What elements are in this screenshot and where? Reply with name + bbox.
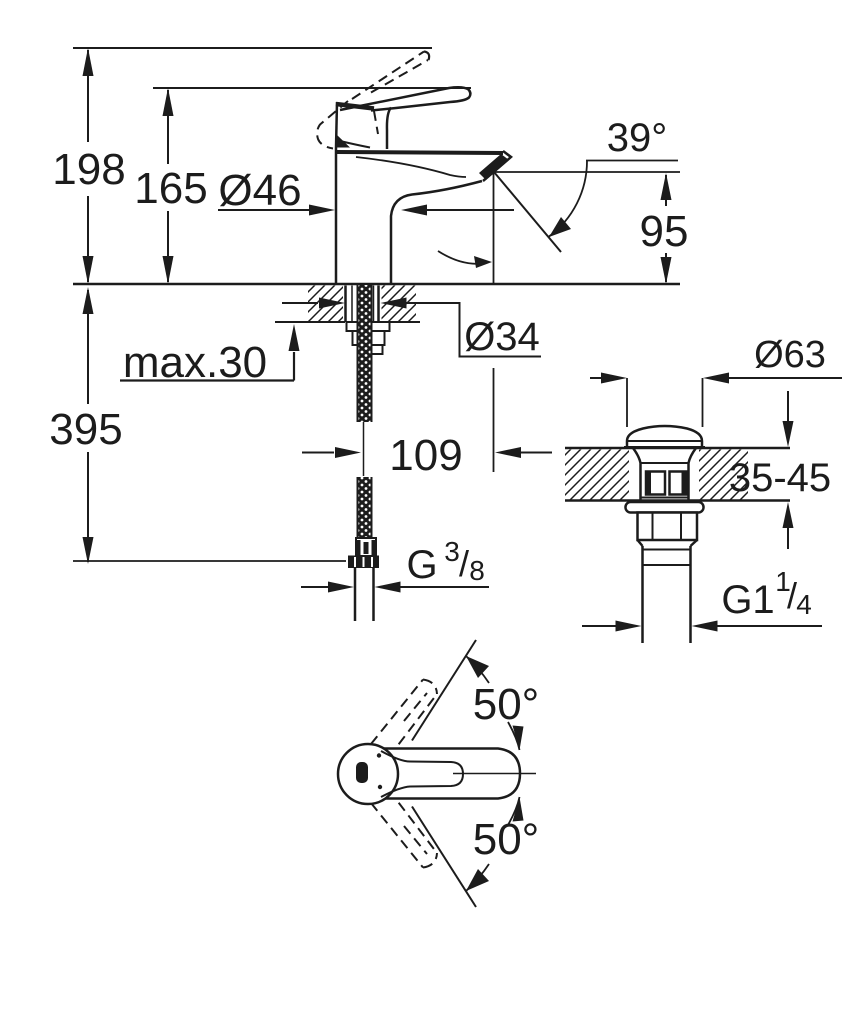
dim-body-diameter: Ø46 xyxy=(218,166,301,215)
dim-supply-thread-slash: / xyxy=(459,543,469,584)
waste-deck-hatch-right xyxy=(699,449,748,500)
dim-waste-thread-denominator: 4 xyxy=(796,589,812,620)
waste-valve-body xyxy=(624,424,705,643)
dim-supply-thread-g: G xyxy=(406,543,437,587)
side-view-faucet xyxy=(73,47,680,621)
lever-top-view xyxy=(336,742,536,806)
dim-lever-height: 165 xyxy=(134,164,207,213)
dim-hose-length: 395 xyxy=(49,405,122,454)
waste-deck-hatch-left xyxy=(565,449,629,500)
dim-handle-swing-lower: 50° xyxy=(473,815,540,864)
dim-supply-thread-numerator: 3 xyxy=(444,536,460,567)
dim-total-height: 198 xyxy=(52,145,125,194)
spout-angle-annotation xyxy=(437,159,680,472)
dim-supply-thread-denominator: 8 xyxy=(469,555,485,586)
supply-hose xyxy=(348,285,379,621)
swing-angle-lower: 50° xyxy=(411,796,540,908)
dim-mounting-hole-diameter: Ø34 xyxy=(464,315,540,359)
dim-spout-height: 95 xyxy=(640,207,689,256)
handle-top-view: 50° 50° xyxy=(336,639,540,908)
dim-waste-deck-thickness: 35-45 xyxy=(729,456,831,500)
dim-waste-thread-numerator: 1 xyxy=(775,566,791,597)
waste-valve-section: Ø63 35-45 G1 1 / 4 xyxy=(565,334,842,643)
dim-waste-thread-g: G1 xyxy=(721,578,774,622)
swing-angle-upper: 50° xyxy=(411,639,540,751)
dim-spout-projection: 109 xyxy=(389,431,462,480)
rotated-lever-upper-dashed xyxy=(370,678,438,758)
dim-handle-swing-upper: 50° xyxy=(473,680,540,729)
dim-max-deck-thickness: max.30 xyxy=(123,338,267,387)
handle-marker xyxy=(356,762,368,783)
dim-spout-angle: 39° xyxy=(607,116,668,160)
lever-handle-raised-dashed xyxy=(316,50,431,150)
dimension-annotations: 198 165 Ø46 39° 95 max.30 395 Ø34 xyxy=(49,48,688,593)
dim-waste-thread-slash: / xyxy=(787,575,797,616)
supply-pipe-end xyxy=(353,568,375,621)
faucet-body xyxy=(334,148,513,284)
dim-waste-cap-diameter: Ø63 xyxy=(754,334,826,376)
rotated-lever-lower-dashed xyxy=(370,789,438,869)
